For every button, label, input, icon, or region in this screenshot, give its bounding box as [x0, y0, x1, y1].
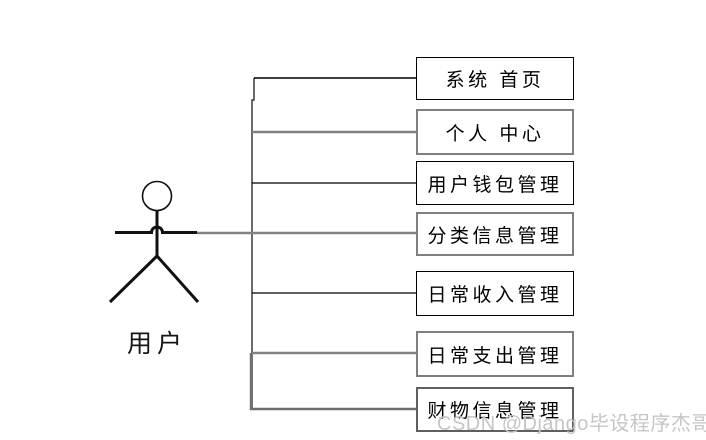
usecase-box-income-mgmt: 日常收入管理 — [416, 271, 574, 316]
usecase-box-wallet-mgmt: 用户钱包管理 — [416, 161, 574, 205]
usecase-box-property-mgmt: 财物信息管理 — [416, 387, 574, 432]
usecase-box-expense-mgmt: 日常支出管理 — [416, 331, 574, 377]
actor-head — [141, 180, 173, 212]
usecase-box-personal-center: 个人 中心 — [416, 109, 574, 155]
usecase-box-system-home: 系统 首页 — [416, 57, 574, 100]
usecase-box-category-mgmt: 分类信息管理 — [416, 212, 574, 256]
connector-trunk — [251, 78, 255, 410]
actor-arms — [115, 225, 197, 234]
watermark-text: CSDN @Django毕设程序杰哥 — [437, 413, 706, 435]
connector-line-7 — [249, 353, 417, 411]
actor-left-leg — [108, 254, 159, 304]
connector-lines — [197, 77, 417, 411]
actor-figure-icon — [108, 180, 200, 304]
actor-label: 用户 — [126, 331, 187, 358]
actor-right-leg — [155, 255, 200, 303]
